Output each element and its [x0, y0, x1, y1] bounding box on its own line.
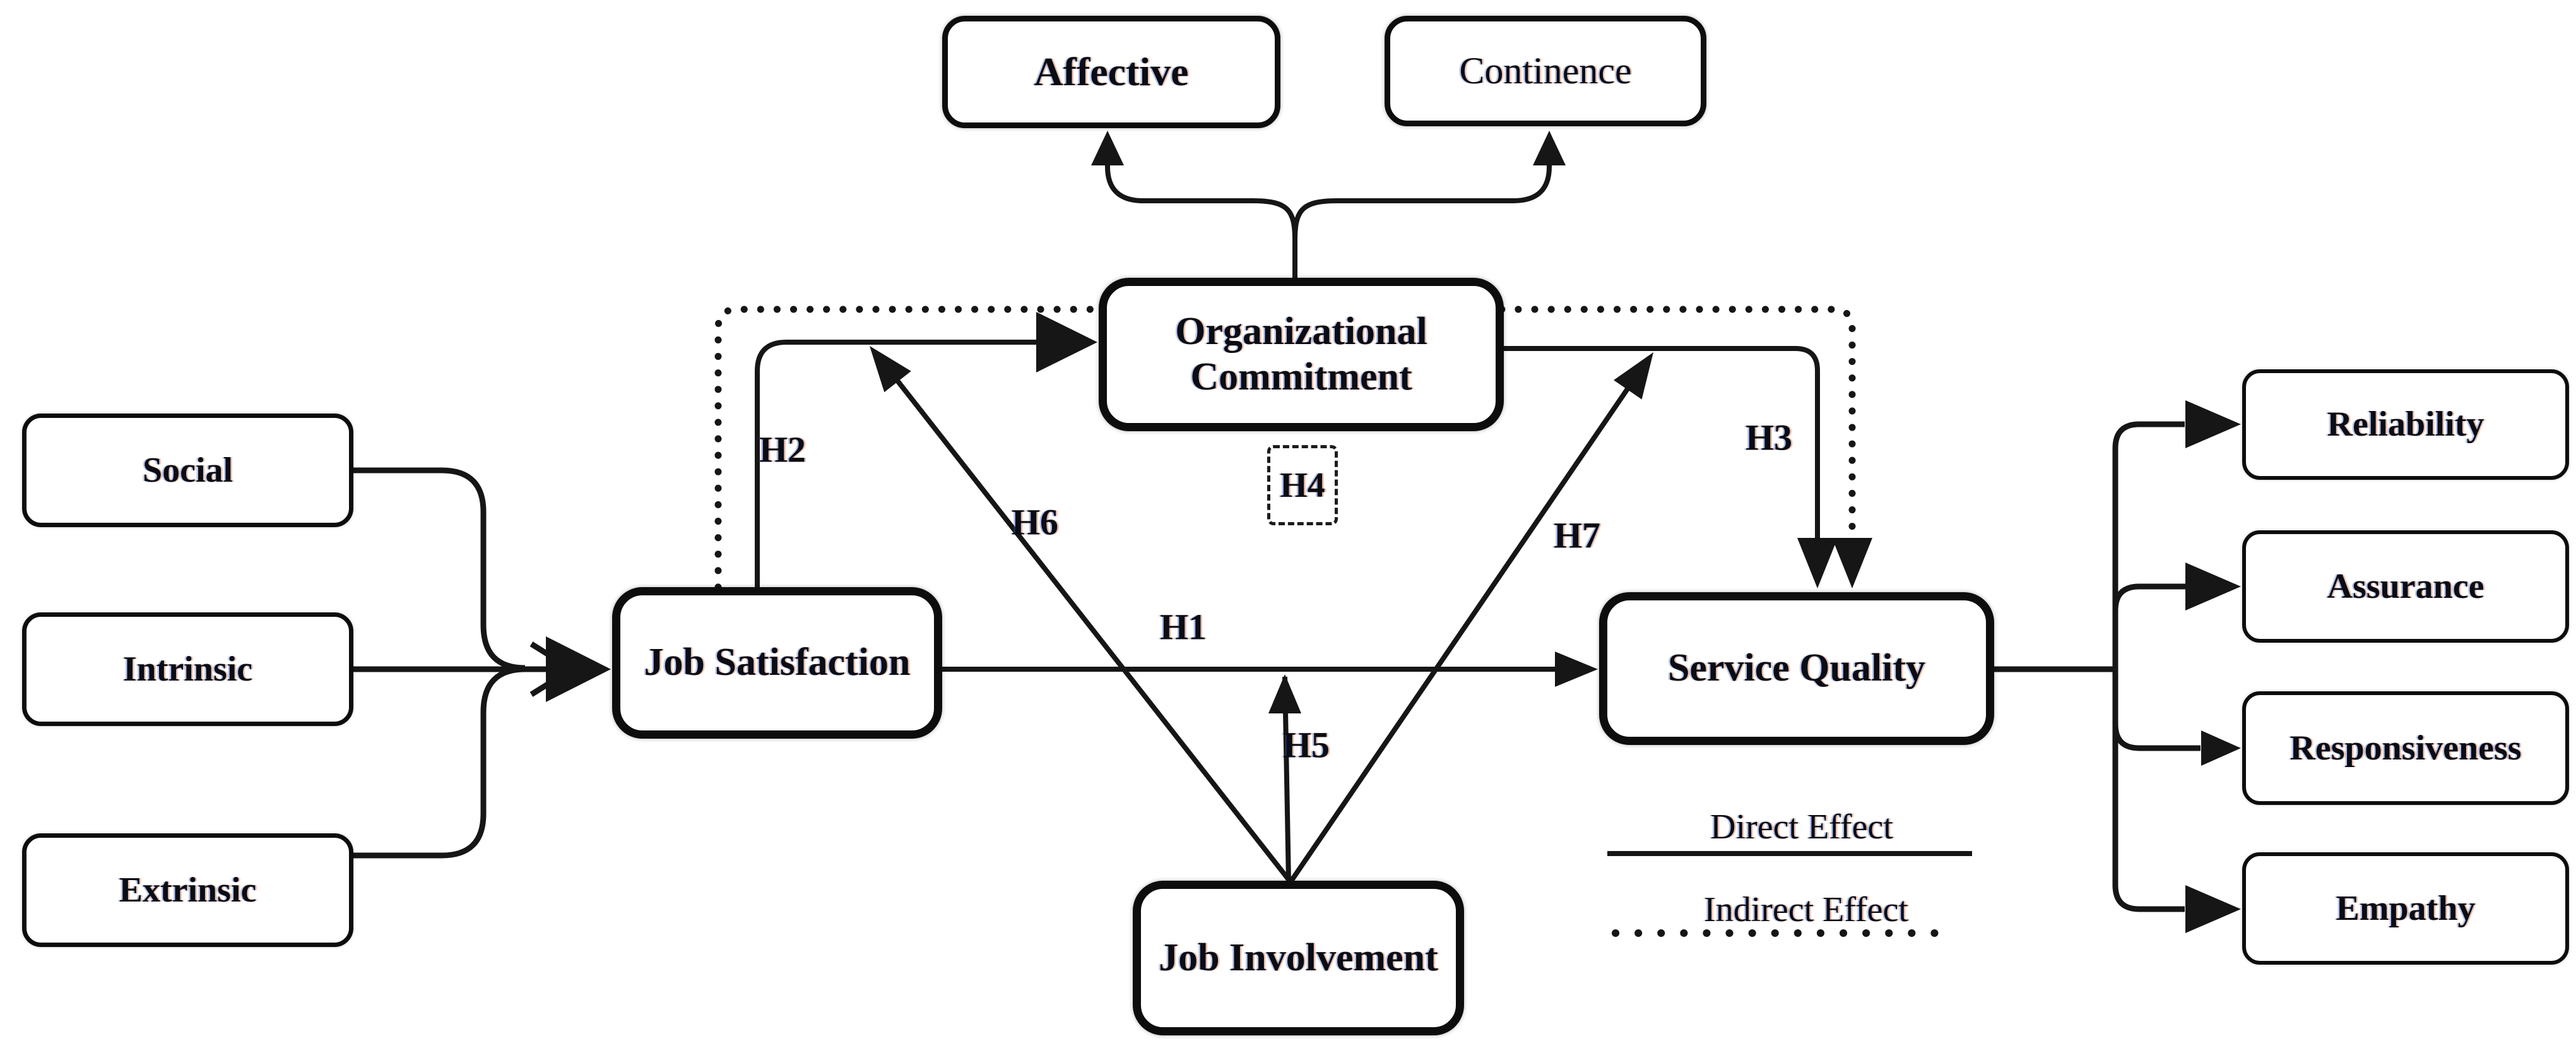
- edge-social-jobsat: [353, 467, 526, 671]
- responsiveness-arrowhead: [2201, 730, 2241, 766]
- edge-sq-responsiveness: [2112, 724, 2201, 751]
- legend-indirect-label: Indirect Effect: [1704, 890, 1908, 929]
- node-intrinsic-label: Intrinsic: [122, 649, 253, 689]
- edge-h2-line: [755, 340, 1041, 587]
- reliability-arrowhead: [2185, 400, 2241, 448]
- node-affective-label: Affective: [1034, 49, 1189, 95]
- node-job-satisfaction: Job Satisfaction: [612, 587, 942, 739]
- h4-dashed-box: H4: [1267, 445, 1338, 525]
- edge-sq-spine-reliability: [2112, 421, 2185, 887]
- assurance-arrowhead: [2185, 563, 2241, 610]
- node-continence-label: Continence: [1459, 50, 1632, 92]
- label-h3: H3: [1745, 417, 1793, 458]
- node-intrinsic: Intrinsic: [22, 612, 353, 726]
- node-service-quality-label: Service Quality: [1667, 646, 1926, 690]
- indirect-arrowhead: [1832, 538, 1872, 588]
- node-job-involvement: Job Involvement: [1133, 881, 1464, 1035]
- node-extrinsic-label: Extrinsic: [119, 870, 257, 910]
- node-social: Social: [22, 414, 353, 527]
- edge-oc-continence: [1292, 164, 1552, 278]
- h3-arrowhead: [1797, 538, 1838, 588]
- edge-h7-line: [1288, 361, 1648, 884]
- node-assurance-label: Assurance: [2327, 566, 2484, 606]
- h6-arrowhead: [870, 346, 911, 393]
- node-extrinsic: Extrinsic: [22, 833, 353, 947]
- label-h6: H6: [1011, 501, 1059, 543]
- node-job-satisfaction-label: Job Satisfaction: [644, 641, 911, 684]
- node-assurance: Assurance: [2242, 530, 2569, 643]
- node-service-quality: Service Quality: [1599, 592, 1994, 745]
- label-h2: H2: [759, 429, 806, 470]
- continence-arrowhead: [1533, 131, 1566, 165]
- node-responsiveness: Responsiveness: [2242, 691, 2569, 805]
- node-job-involvement-label: Job Involvement: [1159, 936, 1438, 979]
- empathy-arrowhead: [2185, 885, 2241, 933]
- h2-arrowhead: [1036, 312, 1097, 372]
- label-h5: H5: [1282, 724, 1330, 766]
- legend-direct-label: Direct Effect: [1710, 807, 1893, 847]
- node-continence: Continence: [1385, 16, 1706, 126]
- node-organizational-commitment: Organizational Commitment: [1099, 278, 1504, 431]
- node-organizational-commitment-label: Organizational Commitment: [1175, 310, 1427, 398]
- label-h4: H4: [1280, 465, 1325, 505]
- node-social-label: Social: [142, 450, 233, 490]
- affective-arrowhead: [1091, 131, 1124, 165]
- node-affective: Affective: [942, 16, 1280, 128]
- node-reliability: Reliability: [2242, 369, 2569, 480]
- edge-h3-line: [1504, 346, 1820, 540]
- label-h7: H7: [1553, 515, 1601, 556]
- label-h1: H1: [1159, 606, 1207, 648]
- node-responsiveness-label: Responsiveness: [2289, 728, 2522, 768]
- h7-arrowhead: [1614, 352, 1653, 400]
- h5-arrowhead: [1268, 674, 1301, 713]
- edge-h6-line: [877, 355, 1293, 884]
- merge-arrowhead: [546, 636, 611, 702]
- h1-arrowhead: [1555, 652, 1598, 687]
- node-empathy: Empathy: [2242, 852, 2569, 965]
- node-reliability-label: Reliability: [2327, 405, 2484, 444]
- edge-oc-affective: [1105, 164, 1297, 278]
- edge-sq-assurance: [2112, 583, 2187, 611]
- edge-sq-empathy: [2112, 884, 2185, 912]
- edge-extrinsic-jobsat: [353, 666, 526, 859]
- node-empathy-label: Empathy: [2336, 888, 2476, 928]
